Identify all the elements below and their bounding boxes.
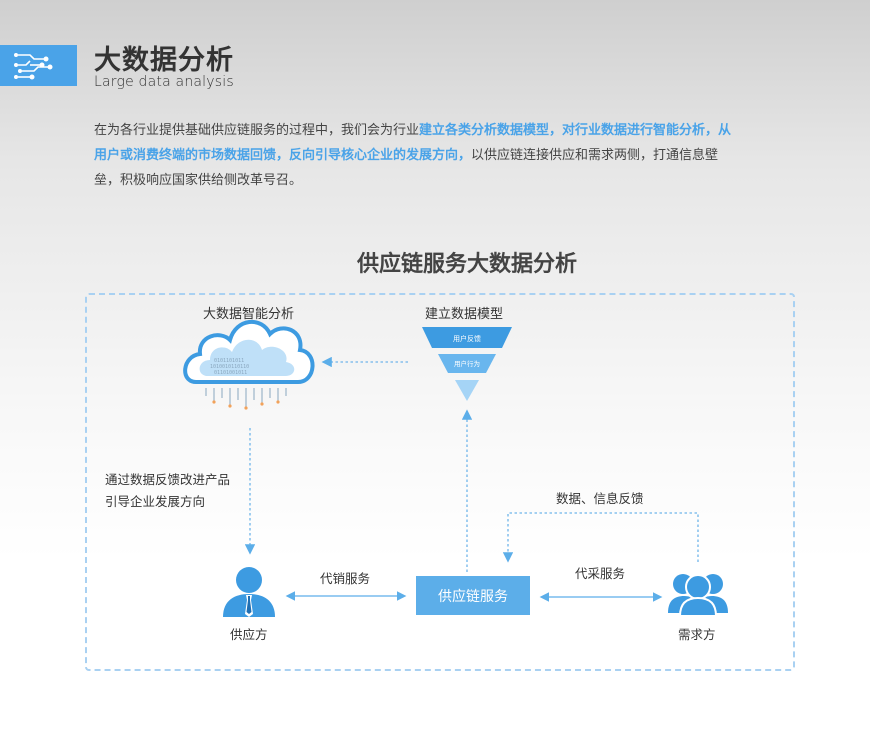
intro-text-1: 在为各行业提供基础供应链服务的过程中，我们会为行业 [94, 123, 420, 138]
demand-feedback-arrow [502, 512, 699, 563]
header-icon-block [0, 45, 77, 86]
demander-group-icon [668, 574, 728, 617]
demander-label: 需求方 [678, 627, 716, 642]
supplier-person-icon [223, 567, 275, 617]
circuit-icon [14, 53, 53, 80]
funnel-icon [422, 327, 512, 401]
diagram-frame [85, 293, 795, 671]
svg-text:0101101011: 0101101011 [214, 358, 244, 364]
agent-purchase-label: 代采服务 [575, 566, 626, 581]
svg-text:01101001011: 01101001011 [214, 370, 247, 376]
supplier-label: 供应方 [230, 627, 268, 642]
intro-paragraph: 在为各行业提供基础供应链服务的过程中，我们会为行业建立各类分析数据模型，对行业数… [94, 118, 734, 193]
cloud-icon: 0101101011 1010010110110 01101001011 [183, 319, 315, 410]
model-label: 建立数据模型 [425, 307, 504, 322]
supply-chain-service-box: 供应链服务 [416, 576, 530, 615]
funnel-level1-label: 用户反馈 [453, 334, 481, 343]
feedback-line-1: 通过数据反馈改进产品 [105, 472, 231, 487]
page-subtitle: Large data analysis [94, 74, 234, 90]
data-feedback-label: 数据、信息反馈 [556, 491, 644, 506]
funnel-level2-label: 用户行为 [454, 359, 480, 368]
diagram-title: 供应链服务大数据分析 [356, 252, 577, 277]
svg-text:1010010110110: 1010010110110 [210, 364, 249, 370]
intro-highlight: 建立各类分析数据模型，对行业数据进行智能分析，从用户或消费终端的市场数据回馈，反… [94, 123, 732, 163]
cloud-label: 大数据智能分析 [203, 307, 295, 322]
intro-text-2: 以供应链连接供应和需求两侧，打通信息壁垒，积极响应国家供给侧改革号召。 [94, 148, 719, 188]
page-title: 大数据分析 [94, 45, 234, 76]
feedback-line-2: 引导企业发展方向 [105, 494, 206, 509]
agent-sales-label: 代销服务 [320, 571, 371, 586]
